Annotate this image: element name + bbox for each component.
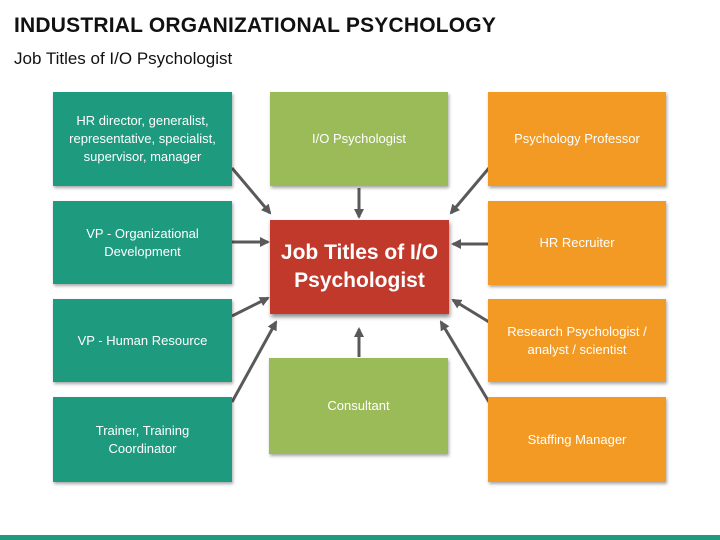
box-staffing-manager: Staffing Manager: [488, 397, 666, 482]
arrow-staffing-manager: [439, 320, 491, 403]
box-research-psychologist: Research Psychologist / analyst / scient…: [488, 299, 666, 382]
arrow-research-psych: [451, 298, 490, 324]
page-subtitle: Job Titles of I/O Psychologist: [14, 49, 233, 68]
box-hr-recruiter: HR Recruiter: [488, 201, 666, 285]
footer-bar: [0, 535, 720, 540]
arrow-vp-hr: [231, 296, 270, 318]
arrow-trainer: [230, 320, 278, 403]
box-hr-director: HR director, generalist, representative,…: [53, 92, 232, 186]
center-box: Job Titles of I/O Psychologist: [270, 220, 449, 314]
box-vp-organizational-development: VP - Organizational Development: [53, 201, 232, 284]
box-vp-human-resource: VP - Human Resource: [53, 299, 232, 382]
box-io-psychologist: I/O Psychologist: [270, 92, 448, 186]
box-psychology-professor: Psychology Professor: [488, 92, 666, 186]
arrow-hr-director: [230, 167, 272, 215]
arrow-professor: [449, 167, 491, 215]
box-trainer: Trainer, Training Coordinator: [53, 397, 232, 482]
page-title: INDUSTRIAL ORGANIZATIONAL PSYCHOLOGY: [14, 14, 497, 37]
box-consultant: Consultant: [269, 358, 448, 454]
